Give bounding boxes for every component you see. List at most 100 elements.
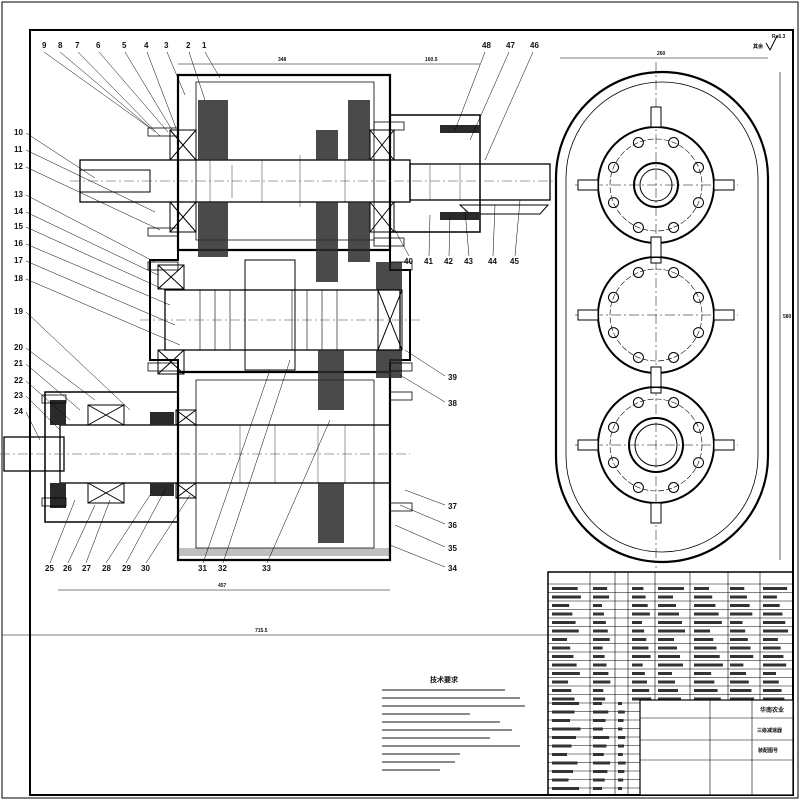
callout-29: 29	[122, 564, 131, 573]
callout-4: 4	[144, 41, 149, 50]
bom-cell-text	[618, 727, 623, 731]
bom-cell-text	[730, 621, 743, 624]
bom-cell-text	[694, 612, 719, 616]
bom-cell-text	[658, 587, 684, 590]
bom-cell-text	[763, 689, 782, 692]
bom-cell-text	[730, 612, 753, 616]
bom-cell-text	[658, 638, 674, 641]
bom-cell-text	[593, 778, 605, 782]
bom-cell-text	[593, 646, 603, 650]
output-shaft	[409, 163, 551, 201]
bom-cell-text	[552, 587, 578, 590]
callout-18: 18	[14, 274, 23, 283]
bom-cell-text	[658, 612, 679, 616]
bom-cell-text	[593, 753, 604, 756]
flange-bolt-hole	[692, 327, 704, 339]
front-section-view	[0, 73, 555, 562]
bearings	[87, 129, 403, 504]
bom-cell-text	[694, 672, 712, 675]
bom-cell-text	[730, 689, 752, 692]
flange-rib	[577, 179, 599, 191]
callout-10: 10	[14, 128, 23, 137]
bom-cell-text	[593, 787, 602, 790]
bom-cell-text	[730, 680, 749, 684]
flange-bolt-hole	[668, 267, 680, 279]
callout-46: 46	[530, 41, 539, 50]
callout-5: 5	[122, 41, 127, 50]
bom-cell-text	[658, 621, 682, 624]
flange-bolt-hole	[632, 221, 644, 233]
flange-bore	[628, 417, 684, 473]
bom-cell-text	[552, 604, 570, 607]
flange-bolt-hole	[632, 397, 644, 409]
bom-cell-text	[694, 689, 718, 692]
bom-cell-text	[593, 612, 604, 616]
callout-38: 38	[448, 399, 457, 408]
flange-bolt-circle	[609, 138, 703, 232]
leader-lines	[25, 51, 534, 568]
flange-bolt-hole	[668, 481, 680, 493]
flange-rib	[650, 502, 662, 524]
bom-cell-text	[730, 663, 744, 667]
bom-cell-text	[730, 655, 754, 658]
bom-cell-text	[552, 680, 569, 684]
callout-28: 28	[102, 564, 111, 573]
flange-bolt-hole	[668, 397, 680, 409]
callout-32: 32	[218, 564, 227, 573]
bom-cell-text	[730, 629, 746, 633]
shaft-dimension-lines	[209, 155, 461, 483]
bom-cell-text	[552, 663, 577, 667]
output-bearing-cap	[389, 114, 481, 233]
callout-33: 33	[262, 564, 271, 573]
flange-bolt-hole	[668, 351, 680, 363]
flange-bore-inner	[639, 168, 673, 202]
bom-cell-text	[632, 612, 650, 616]
bom-cell-text	[658, 697, 681, 701]
bom-cell-text	[593, 697, 606, 701]
output-shaft-key	[458, 204, 550, 215]
bom-cell-text	[618, 736, 626, 739]
flange-bolt-hole	[632, 351, 644, 363]
bom-cell-text	[763, 638, 778, 641]
dim-side-width: 260	[657, 51, 666, 57]
flange-rib	[577, 309, 599, 321]
flange-rib	[650, 236, 662, 258]
bom-cell-text	[618, 787, 622, 790]
bom-cell-text	[694, 646, 717, 650]
bom-cell-text	[763, 595, 777, 599]
callout-9: 9	[42, 41, 47, 50]
bom-cell-text	[593, 770, 608, 773]
callout-8: 8	[58, 41, 63, 50]
callout-35: 35	[448, 544, 457, 553]
flange-bolt-hole	[608, 421, 620, 433]
title-block-frame	[639, 699, 794, 796]
bom-cell-text	[552, 710, 575, 714]
bom-cell-text	[658, 604, 676, 607]
bom-cell-text	[694, 663, 723, 667]
callout-47: 47	[506, 41, 515, 50]
bom-cell-text	[658, 663, 683, 667]
bom-cell-text	[552, 787, 579, 790]
bom-cell-text	[552, 719, 570, 722]
flange-bolt-hole	[632, 137, 644, 149]
bom-cell-text	[632, 689, 650, 692]
bom-cell-text	[658, 689, 678, 692]
bom-cell-text	[632, 604, 648, 607]
bom-cell-text	[593, 689, 604, 692]
bom-cell-text	[632, 697, 652, 701]
callout-40: 40	[404, 257, 413, 266]
callout-44: 44	[488, 257, 497, 266]
callout-17: 17	[14, 256, 23, 265]
side-outline	[554, 70, 770, 564]
bom-cell-text	[552, 770, 573, 773]
callout-36: 36	[448, 521, 457, 530]
bom-cell-text	[593, 663, 607, 667]
flange-bolt-hole	[608, 327, 620, 339]
flange-bolt-hole	[692, 161, 704, 173]
bom-cell-text	[552, 595, 581, 599]
bom-cell-text	[552, 638, 567, 641]
bom-cell-text	[658, 680, 675, 684]
bom-cell-text	[632, 672, 645, 675]
callout-26: 26	[63, 564, 72, 573]
